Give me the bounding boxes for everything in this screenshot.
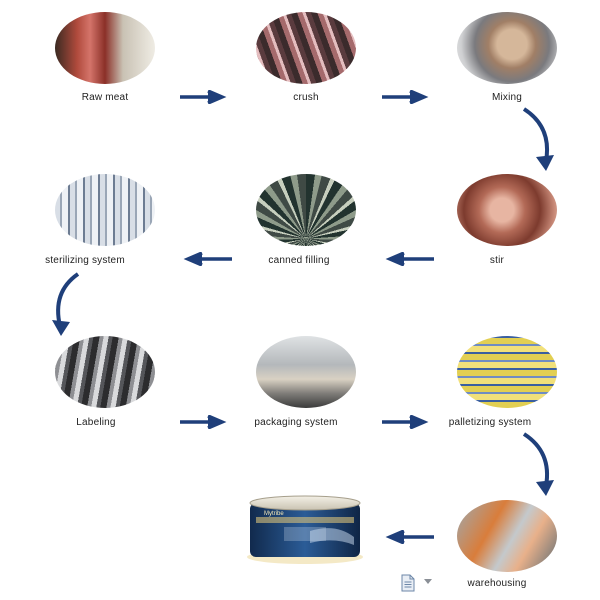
arrow-right-icon bbox=[382, 415, 429, 429]
step-labeling-label: Labeling bbox=[76, 417, 116, 428]
arrow-left-icon bbox=[385, 530, 434, 544]
arrow-right-icon bbox=[382, 90, 429, 104]
curved-arrow-down-icon bbox=[522, 107, 554, 171]
step-packaging-system-photo bbox=[256, 336, 356, 408]
arrow-left-icon bbox=[385, 252, 434, 266]
curved-arrow-down-icon bbox=[52, 272, 80, 336]
step-raw-meat-label: Raw meat bbox=[81, 92, 129, 103]
step-stir-photo bbox=[457, 174, 557, 246]
svg-text:Mytribe: Mytribe bbox=[264, 511, 284, 517]
step-warehousing-label: warehousing bbox=[467, 578, 527, 589]
step-warehousing-photo bbox=[457, 500, 557, 572]
step-sterilizing-system-label: sterilizing system bbox=[45, 255, 125, 266]
step-raw-meat-photo bbox=[55, 12, 155, 84]
curved-arrow-down-icon bbox=[522, 432, 554, 496]
chevron-down-icon[interactable] bbox=[423, 578, 433, 586]
arrow-right-icon bbox=[180, 90, 227, 104]
file-icon[interactable] bbox=[401, 574, 415, 592]
step-crush-label: crush bbox=[293, 92, 319, 103]
step-sterilizing-system-photo bbox=[55, 174, 155, 246]
step-canned-filling-label: canned filling bbox=[268, 255, 330, 266]
canned-product-image: Mytribe bbox=[247, 495, 363, 564]
step-mixing-label: Mixing bbox=[491, 92, 523, 103]
step-labeling-photo bbox=[55, 336, 155, 408]
step-mixing-photo bbox=[457, 12, 557, 84]
step-packaging-system-label: packaging system bbox=[254, 417, 338, 428]
step-palletizing-system-label: palletizing system bbox=[448, 417, 532, 428]
step-crush-photo bbox=[256, 12, 356, 84]
step-stir-label: stir bbox=[489, 255, 505, 266]
arrow-right-icon bbox=[180, 415, 227, 429]
arrow-left-icon bbox=[183, 252, 232, 266]
step-palletizing-system-photo bbox=[457, 336, 557, 408]
step-canned-filling-photo bbox=[256, 174, 356, 246]
